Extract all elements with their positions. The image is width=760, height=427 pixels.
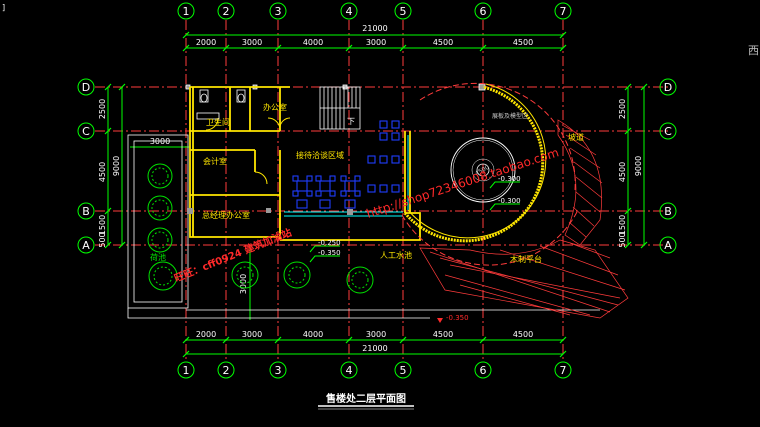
axis-label-bottom-6: 6 xyxy=(480,364,487,377)
trees xyxy=(147,163,374,294)
room-label-office: 办公室 xyxy=(263,102,287,112)
dim-bottom-span-2: 3000 xyxy=(242,330,262,339)
room-label-negotiation: 接待洽谈区域 xyxy=(296,150,344,160)
axis-label-right-c: C xyxy=(664,125,672,138)
toilet-fixtures xyxy=(196,89,246,120)
room-label-stair-down: 下 xyxy=(347,117,355,126)
dim-top-span-2: 3000 xyxy=(242,38,262,47)
dim-left-extra: 3000 xyxy=(150,137,170,146)
dim-left-span-3: 4500 xyxy=(98,162,107,182)
dim-bottom-span-1: 2000 xyxy=(196,330,216,339)
level-mark-red-triangle xyxy=(437,318,443,323)
axis-bubbles-top xyxy=(177,2,572,20)
dim-left-span-1: 500 xyxy=(98,232,107,247)
walls xyxy=(189,86,421,241)
site-outline xyxy=(127,83,600,319)
axis-label-top-3: 3 xyxy=(275,5,282,18)
axis-label-top-2: 2 xyxy=(223,5,230,18)
room-label-general-manager: 总经理办公室 xyxy=(202,210,250,220)
dim-bottom-span-4: 3000 xyxy=(366,330,386,339)
axis-label-right-a: A xyxy=(664,239,672,252)
dim-top-span-1: 2000 xyxy=(196,38,216,47)
level-l4: -0.350 xyxy=(318,249,341,257)
dim-right-total: 9000 xyxy=(634,156,643,176)
dim-bottom-span-5: 4500 xyxy=(433,330,453,339)
windows xyxy=(284,135,409,217)
room-label-pool-left: 荷池 xyxy=(150,252,166,262)
axis-bubbles-right xyxy=(659,78,677,254)
dim-bottom-extra: 3000 xyxy=(239,274,248,294)
level-marks xyxy=(309,181,520,263)
axis-bubbles-left xyxy=(77,78,95,254)
axis-label-bottom-2: 2 xyxy=(223,364,230,377)
dim-total-top: 21000 xyxy=(362,24,387,33)
room-label-water-feature: 人工水池 xyxy=(380,250,412,260)
dim-bottom-span-3: 4000 xyxy=(303,330,323,339)
columns xyxy=(187,208,353,215)
right-edge-glyph: 西 xyxy=(748,44,759,57)
room-label-accounting: 会计室 xyxy=(203,156,227,166)
dim-bottom-span-6: 4500 xyxy=(513,330,533,339)
dim-left-span-2: 1500 xyxy=(98,215,107,235)
axis-label-bottom-7: 7 xyxy=(560,364,567,377)
axis-lines xyxy=(95,20,668,360)
east-ramp xyxy=(557,119,603,246)
level-l5: -0.350 xyxy=(446,314,469,322)
dim-total-bottom: 21000 xyxy=(362,344,387,353)
furniture xyxy=(292,120,400,209)
room-label-bathroom: 卫生间 xyxy=(206,117,230,127)
axis-label-top-5: 5 xyxy=(400,5,407,18)
door-arcs xyxy=(205,117,291,185)
dim-top-span-3: 4000 xyxy=(303,38,323,47)
axis-label-left-d: D xyxy=(82,81,90,94)
level-l1: -0.300 xyxy=(498,175,521,183)
axis-label-bottom-1: 1 xyxy=(183,364,190,377)
axis-label-right-b: B xyxy=(664,205,672,218)
corner-glyph: ] xyxy=(2,3,5,12)
axis-label-left-a: A xyxy=(82,239,90,252)
axis-label-top-6: 6 xyxy=(480,5,487,18)
dim-right-span-3: 4500 xyxy=(618,162,627,182)
dim-top-span-5: 4500 xyxy=(433,38,453,47)
dim-left-total: 9000 xyxy=(112,156,121,176)
axis-label-left-b: B xyxy=(82,205,90,218)
level-l2: -0.300 xyxy=(498,197,521,205)
wood-platform xyxy=(419,239,629,319)
round-hall xyxy=(401,82,579,266)
dim-top-span-4: 3000 xyxy=(366,38,386,47)
room-label-upper-round: 展板及模型区 xyxy=(492,112,528,120)
axis-bubbles-bottom xyxy=(177,361,572,379)
axis-label-bottom-5: 5 xyxy=(400,364,407,377)
dim-right-span-1: 500 xyxy=(618,232,627,247)
axis-label-top-4: 4 xyxy=(346,5,353,18)
axis-label-top-1: 1 xyxy=(183,5,190,18)
axis-label-top-7: 7 xyxy=(560,5,567,18)
axis-label-bottom-4: 4 xyxy=(346,364,353,377)
room-label-wood-platform: 木制平台 xyxy=(510,254,542,264)
watermark-url: http://shop72346008.taobao.com xyxy=(365,145,561,221)
dim-right-span-2: 1500 xyxy=(618,215,627,235)
drawing-title: 售楼处二层平面图 xyxy=(326,392,406,405)
dim-top-span-6: 4500 xyxy=(513,38,533,47)
axis-label-bottom-3: 3 xyxy=(275,364,282,377)
dimension-lines xyxy=(107,34,645,355)
dim-right-span-4: 2500 xyxy=(618,99,627,119)
axis-label-right-d: D xyxy=(664,81,672,94)
dim-left-span-4: 2500 xyxy=(98,99,107,119)
dimension-ticks xyxy=(104,31,648,358)
level-l3: -0.250 xyxy=(318,239,341,247)
staircase xyxy=(319,86,361,130)
axis-label-left-c: C xyxy=(82,125,90,138)
room-label-ramp: 坡道 xyxy=(568,132,584,142)
